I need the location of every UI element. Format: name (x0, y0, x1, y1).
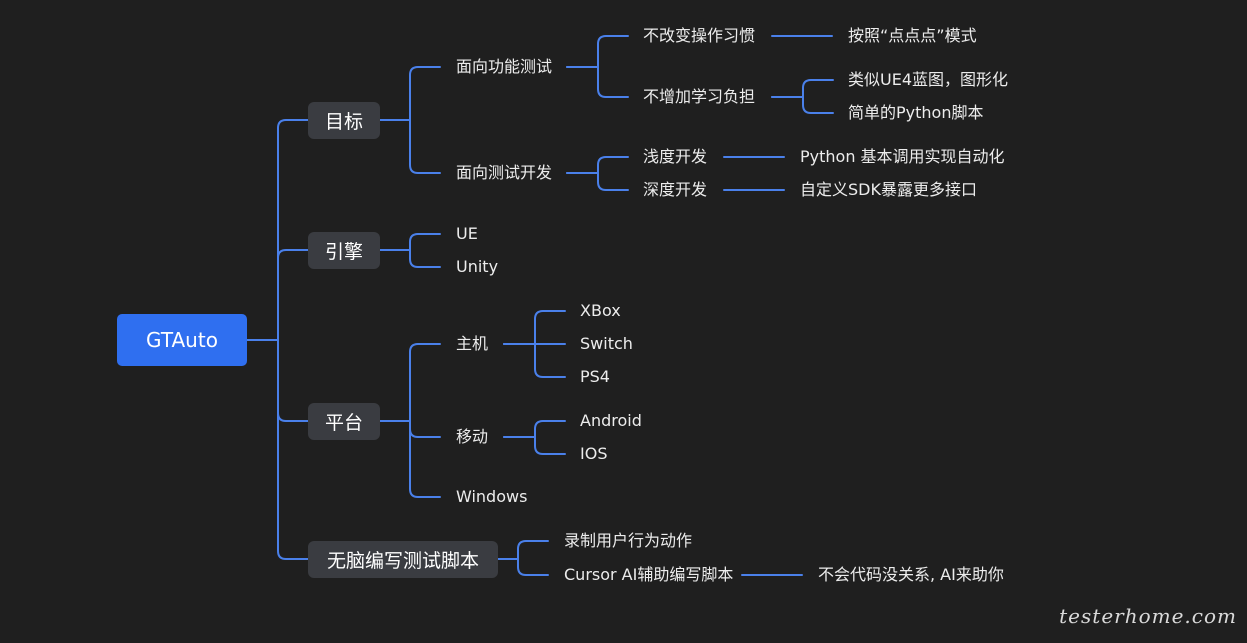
connector-line (771, 96, 834, 114)
node-shallow-dev: 浅度开发 (643, 147, 708, 166)
watermark: testerhome.com (1059, 604, 1237, 628)
leaf-python-automation: Python 基本调用实现自动化 (800, 147, 1005, 166)
node-test-development: 面向测试开发 (456, 163, 553, 182)
connector-line (497, 540, 549, 560)
leaf-click-mode: 按照“点点点”模式 (848, 26, 977, 45)
leaf-xbox: XBox (580, 301, 621, 320)
connector-line (379, 249, 441, 268)
node-no-learning-burden: 不增加学习负担 (643, 87, 756, 106)
connector-line (503, 310, 566, 345)
connector-line (379, 420, 441, 498)
connector-line (503, 420, 566, 438)
branch-node-platform: 平台 (308, 403, 380, 440)
branch-node-goal: 目标 (308, 102, 380, 139)
connector-line (503, 343, 566, 378)
node-functional-testing: 面向功能测试 (456, 57, 553, 76)
connector-line (503, 436, 566, 455)
branch-node-scripting: 无脑编写测试脚本 (308, 541, 498, 578)
leaf-record-actions: 录制用户行为动作 (564, 531, 693, 550)
connector-line (379, 66, 441, 121)
connector-line (566, 35, 629, 68)
connector-line (379, 233, 441, 251)
leaf-ps4: PS4 (580, 367, 610, 386)
leaf-ios: IOS (580, 444, 608, 463)
connector-line (566, 172, 629, 191)
leaf-custom-sdk: 自定义SDK暴露更多接口 (800, 180, 977, 199)
leaf-windows: Windows (456, 487, 528, 506)
branch-node-engine: 引擎 (308, 232, 380, 269)
node-deep-dev: 深度开发 (643, 180, 708, 199)
connector-line (246, 339, 309, 560)
connector-line (379, 119, 441, 174)
node-no-habit-change: 不改变操作习惯 (643, 26, 756, 45)
connector-line (566, 66, 629, 98)
node-mobile: 移动 (456, 427, 489, 446)
leaf-engine-unity: Unity (456, 257, 499, 276)
leaf-blueprint-graphical: 类似UE4蓝图，图形化 (848, 70, 1009, 89)
leaf-engine-ue: UE (456, 224, 478, 243)
leaf-android: Android (580, 411, 642, 430)
leaf-ai-helps: 不会代码没关系, AI来助你 (818, 565, 1004, 584)
node-cursor-ai: Cursor AI辅助编写脚本 (564, 565, 734, 584)
connector-line (379, 343, 441, 422)
connector-line (566, 156, 629, 174)
connector-line (497, 558, 549, 576)
connector-line (246, 249, 309, 341)
leaf-switch: Switch (580, 334, 633, 353)
root-node: GTAuto (117, 314, 247, 366)
leaf-simple-python: 简单的Python脚本 (848, 103, 984, 122)
connector-line (771, 79, 834, 98)
connector-line (246, 119, 309, 341)
node-console: 主机 (456, 334, 489, 353)
